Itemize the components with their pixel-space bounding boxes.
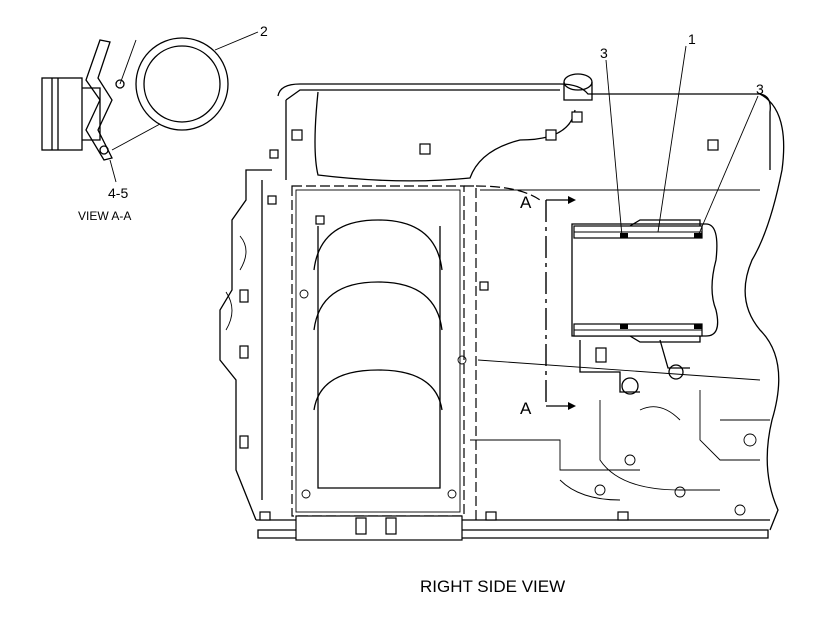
section-line-a-a <box>545 196 576 410</box>
callout-1: 1 <box>688 31 696 47</box>
detail-view-a-a <box>41 31 259 183</box>
view-a-a-label: VIEW A-A <box>78 209 131 223</box>
callout-4-5: 4-5 <box>108 185 128 201</box>
callout-3-left: 3 <box>600 45 608 61</box>
section-marker-bottom: A <box>520 399 532 418</box>
clamp-ring-inner <box>143 45 221 123</box>
cylinder-housing <box>291 185 467 541</box>
rear-housing-dashed <box>464 185 541 520</box>
callout-2: 2 <box>260 23 268 39</box>
main-view-label: RIGHT SIDE VIEW <box>420 577 565 596</box>
tube-assembly <box>571 219 719 395</box>
section-marker-top: A <box>520 193 532 212</box>
callout-leaders <box>605 45 759 237</box>
clamp-ring-outer <box>135 37 229 131</box>
callout-3-right: 3 <box>756 81 764 97</box>
engine-block-outline <box>219 73 785 539</box>
head-bolts <box>239 111 719 521</box>
